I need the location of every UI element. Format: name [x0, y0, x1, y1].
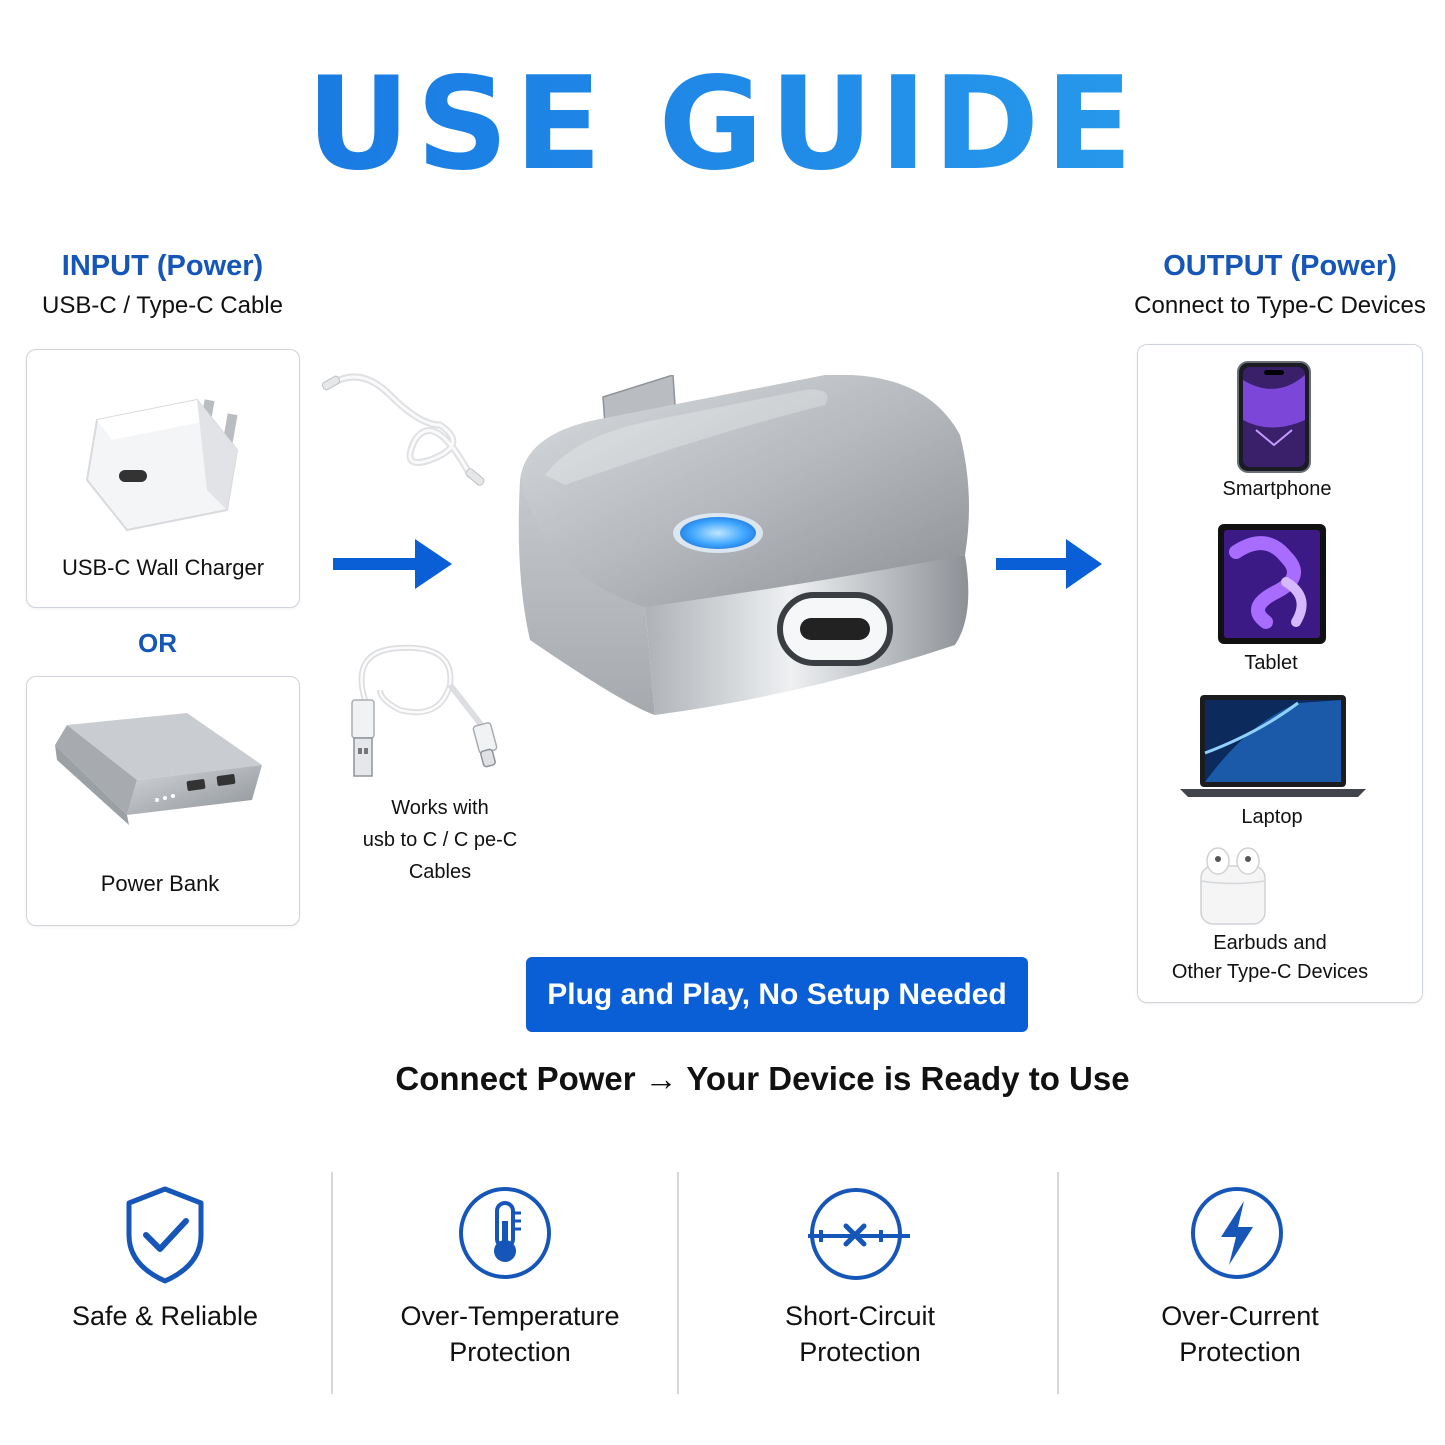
wall-charger-card: USB-C Wall Charger [26, 349, 300, 608]
cables-line-1: Works with [391, 797, 489, 819]
earbuds-label-line-2: Other Type-C Devices [1171, 961, 1369, 983]
power-bank-icon [55, 713, 262, 825]
thermometer-icon [459, 1187, 551, 1279]
plug-and-play-banner: Plug and Play, No Setup Needed [526, 957, 1028, 1032]
feature-short-circuit-line-2: Protection [799, 1337, 921, 1367]
smartphone-label: Smartphone [1222, 478, 1332, 500]
power-bank-card: Power Bank [26, 676, 300, 926]
feature-over-temp-line-2: Protection [449, 1337, 571, 1367]
tagline: Connect Power → Your Device is Ready to … [395, 1060, 1130, 1097]
tablet-icon [1218, 524, 1326, 644]
feature-divider [331, 1172, 333, 1394]
input-heading: INPUT (Power) [61, 250, 264, 282]
output-subheading: Connect to Type-C Devices [1134, 292, 1426, 319]
laptop-label: Laptop [1241, 806, 1303, 828]
cables-line-2: usb to C / C pe-C [362, 829, 518, 851]
input-subheading: USB-C / Type-C Cable [42, 292, 283, 319]
wall-charger-icon [85, 398, 239, 532]
lightning-icon [1191, 1187, 1283, 1279]
wall-charger-label: USB-C Wall Charger [61, 555, 265, 580]
power-bank-label: Power Bank [100, 871, 220, 896]
input-arrow-icon [333, 539, 452, 589]
feature-over-current-line-1: Over-Current [1161, 1301, 1319, 1331]
adapter-device-image [518, 375, 969, 715]
output-devices-card: Smartphone Tablet Laptop Earbuds and Oth… [1137, 344, 1423, 1003]
tablet-label: Tablet [1244, 652, 1298, 674]
feature-safe-reliable-line-1: Safe & Reliable [71, 1301, 259, 1331]
laptop-icon [1180, 695, 1366, 797]
feature-short-circuit-line-1: Short-Circuit [784, 1301, 936, 1331]
feature-divider [677, 1172, 679, 1394]
or-label: OR [138, 628, 177, 658]
usb-a-to-c-cable-icon [351, 644, 498, 777]
feature-divider [1057, 1172, 1059, 1394]
earbuds-label-line-1: Earbuds and [1213, 932, 1327, 954]
feature-over-temp-line-1: Over-Temperature [400, 1301, 620, 1331]
output-heading: OUTPUT (Power) [1163, 250, 1397, 282]
earbuds-icon [1200, 847, 1266, 925]
output-arrow-icon [996, 539, 1102, 589]
feature-over-current-line-2: Protection [1179, 1337, 1301, 1367]
page-title: USE GUIDE [0, 50, 1445, 199]
shield-check-icon [126, 1186, 204, 1284]
short-circuit-icon [808, 1188, 910, 1280]
usb-c-cable-icon [321, 373, 485, 486]
cables-line-3: Cables [408, 861, 472, 883]
smartphone-icon [1237, 361, 1311, 473]
